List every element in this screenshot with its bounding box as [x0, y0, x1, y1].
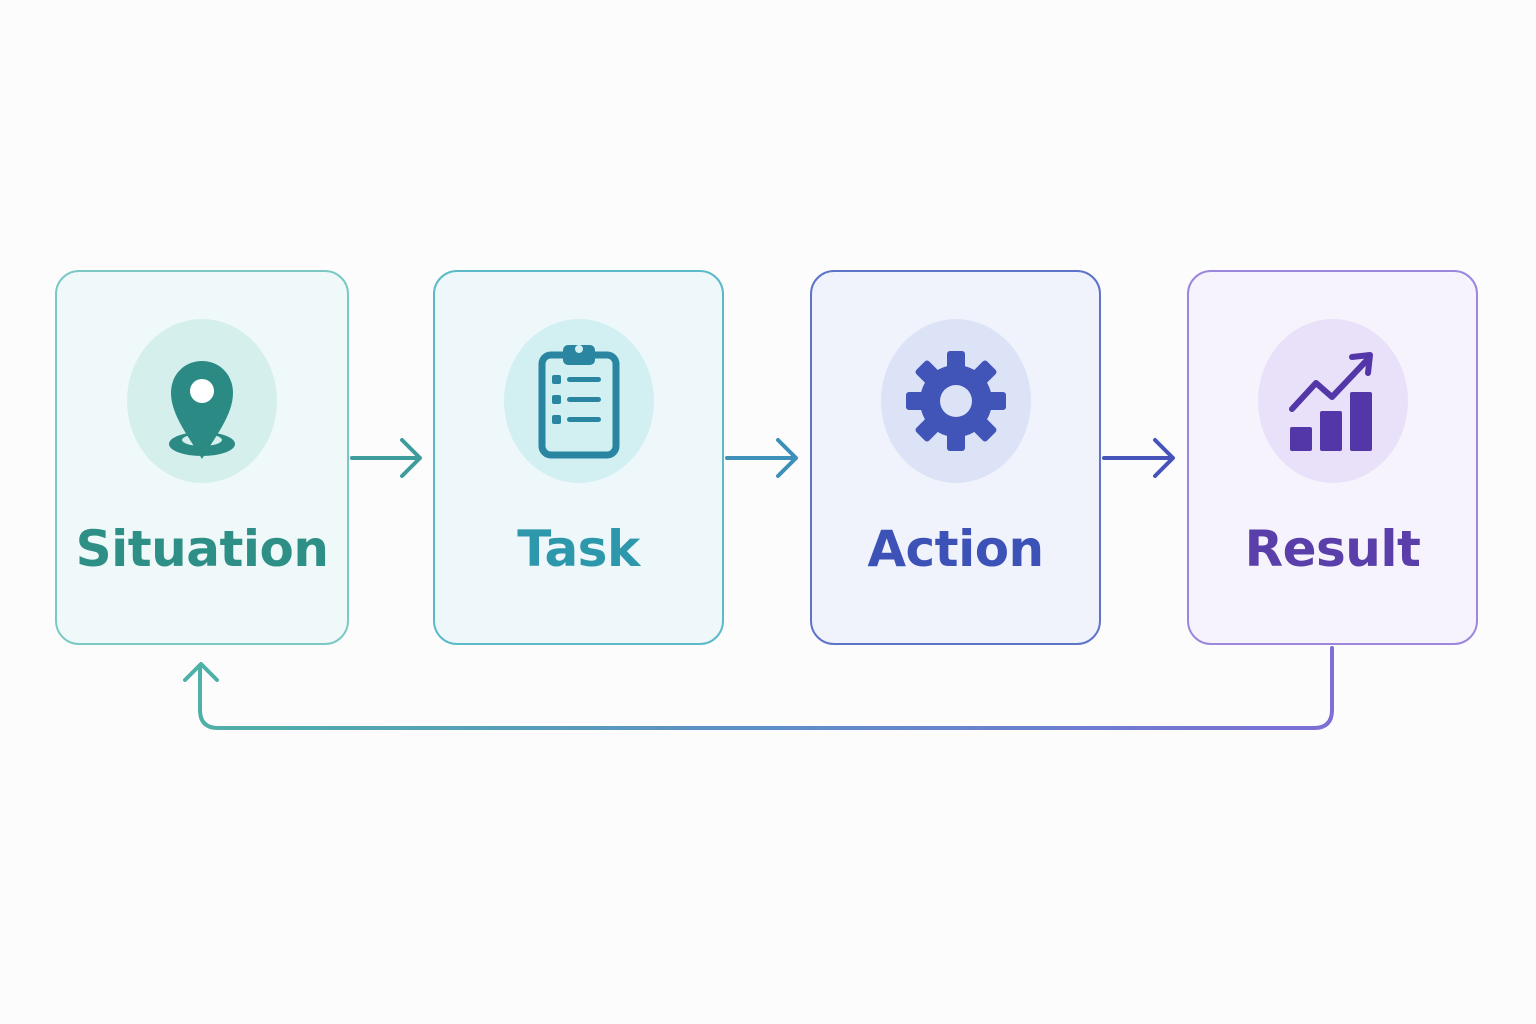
step-label-situation: Situation	[75, 520, 329, 578]
action-icon-circle	[880, 319, 1031, 483]
feedback-loop-arrow	[183, 646, 1334, 730]
step-task: Task	[433, 270, 724, 645]
gear-icon	[905, 351, 1006, 451]
growth-chart-icon	[1288, 352, 1373, 451]
step-label-task: Task	[517, 520, 640, 578]
clipboard-icon	[538, 345, 619, 459]
arrow-task-to-action	[725, 438, 798, 478]
step-action: Action	[810, 270, 1101, 645]
arrow-situation-to-task	[350, 438, 422, 478]
map-pin-icon	[169, 361, 235, 459]
step-label-action: Action	[867, 520, 1044, 578]
step-label-result: Result	[1244, 520, 1421, 578]
situation-icon-circle	[127, 319, 277, 483]
result-icon-circle	[1257, 319, 1408, 483]
step-result: Result	[1187, 270, 1478, 645]
step-situation: Situation	[55, 270, 349, 645]
task-icon-circle	[503, 319, 654, 483]
arrow-action-to-result	[1102, 438, 1175, 478]
